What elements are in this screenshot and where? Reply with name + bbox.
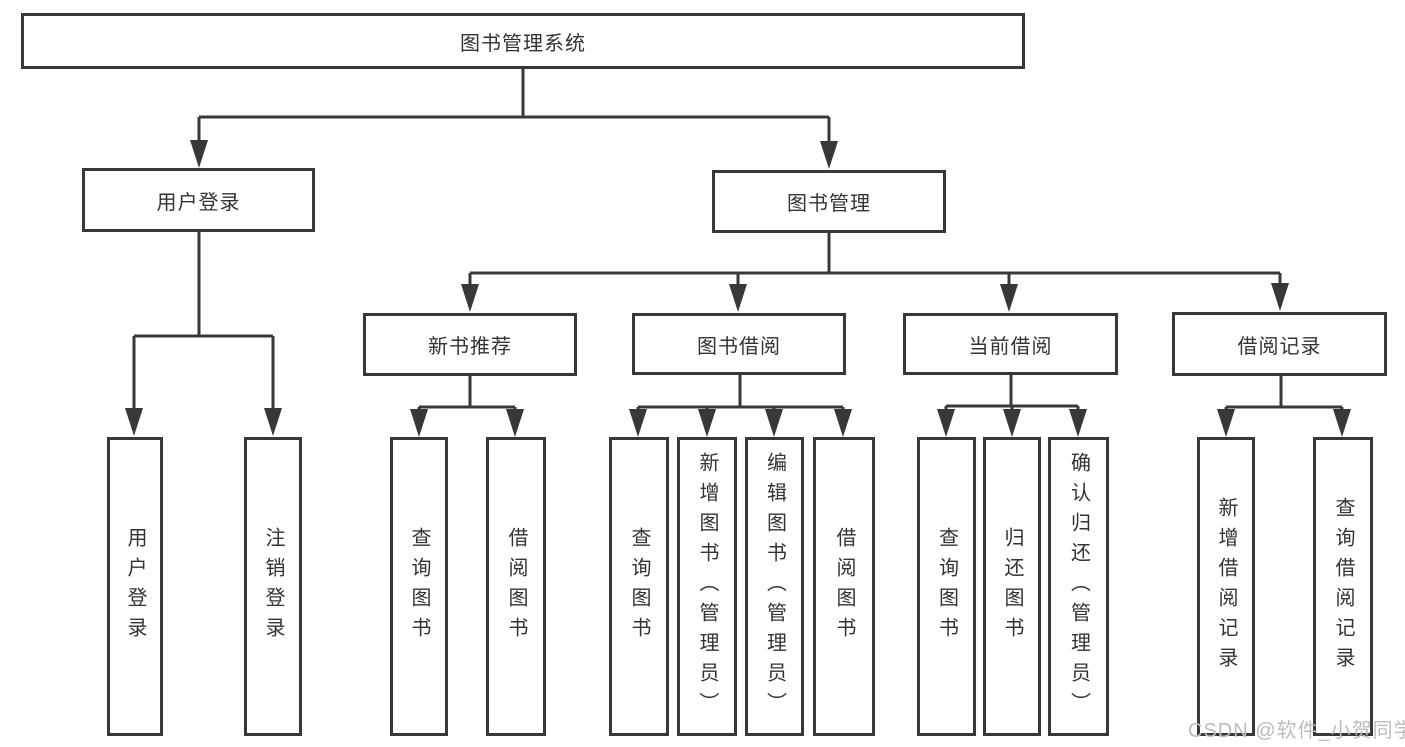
leaf-query-borrow-record: 查询借阅记录 — [1313, 437, 1373, 736]
leaf-query-books-borrow: 查询图书 — [609, 437, 669, 736]
leaf-logout: 注销登录 — [244, 437, 302, 736]
csdn-watermark: CSDN @软件_小贺同学 — [1188, 720, 1405, 742]
leaf-borrow-books-recommend: 借阅图书 — [486, 437, 546, 736]
node-borrow-records: 借阅记录 — [1172, 312, 1387, 376]
leaf-edit-books-admin: 编辑图书（管理员） — [745, 437, 804, 736]
leaf-user-login: 用户登录 — [107, 437, 163, 736]
node-root-system: 图书管理系统 — [21, 13, 1025, 69]
leaf-borrow-books: 借阅图书 — [813, 437, 875, 736]
leaf-add-books-admin: 新增图书（管理员） — [677, 437, 737, 736]
leaf-add-borrow-record: 新增借阅记录 — [1197, 437, 1255, 736]
leaf-confirm-return-admin: 确认归还（管理员） — [1048, 437, 1109, 736]
leaf-query-books-recommend: 查询图书 — [390, 437, 448, 736]
leaf-return-books: 归还图书 — [983, 437, 1041, 736]
node-book-borrow: 图书借阅 — [632, 313, 846, 375]
node-new-book-recommend: 新书推荐 — [363, 313, 577, 376]
node-book-management: 图书管理 — [712, 170, 946, 233]
leaf-query-books-current: 查询图书 — [917, 437, 976, 736]
node-user-login: 用户登录 — [82, 168, 315, 232]
node-current-borrow: 当前借阅 — [903, 313, 1118, 375]
